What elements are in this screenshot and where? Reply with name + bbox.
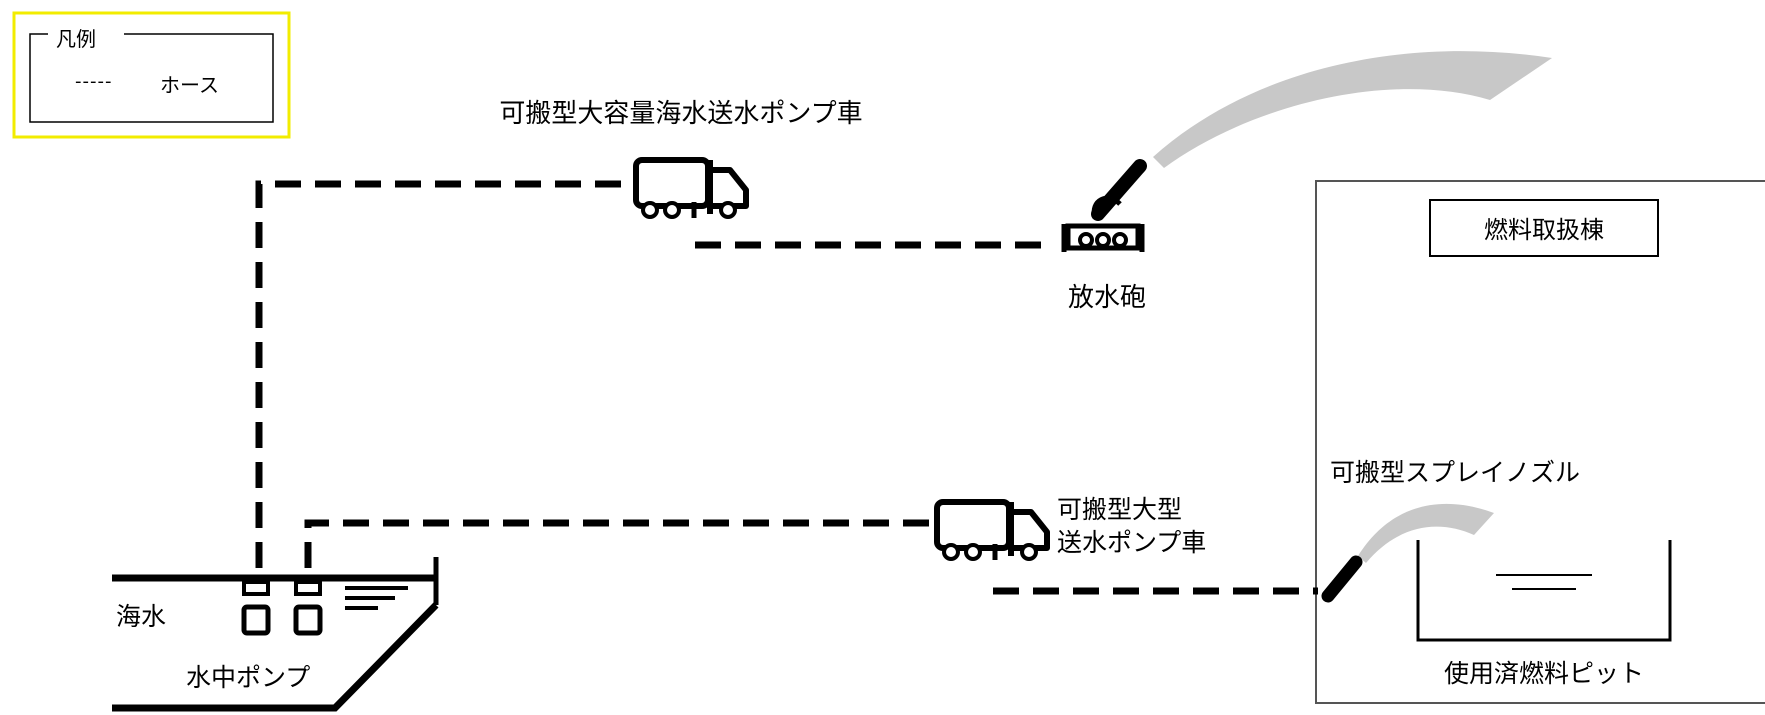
legend-hose-label: ホース bbox=[160, 73, 219, 97]
water-cannon-icon bbox=[1061, 159, 1147, 252]
water-surface-icon bbox=[345, 586, 408, 610]
cannon-water-spray bbox=[1153, 51, 1552, 168]
spray-nozzle-icon bbox=[1321, 555, 1363, 603]
hose-sea-to-large-truck bbox=[255, 180, 622, 568]
truck-icon bbox=[934, 499, 1050, 561]
large-pump-truck-label: 可搬型大容量海水送水ポンプ車 bbox=[499, 99, 862, 129]
spent-fuel-pit-label: 使用済燃料ピット bbox=[1444, 659, 1644, 688]
truck-icon bbox=[633, 157, 749, 219]
submersible-pump-icon bbox=[241, 580, 271, 636]
pump-truck-label-line1: 可搬型大型 bbox=[1057, 495, 1182, 524]
sea-basin bbox=[112, 557, 439, 712]
water-cannon-label: 放水砲 bbox=[1068, 283, 1146, 313]
legend-title: 凡例 bbox=[56, 27, 96, 51]
spent-fuel-pit bbox=[1416, 540, 1672, 642]
hose-pump-to-truck bbox=[304, 519, 932, 568]
submersible-pump-icon bbox=[293, 580, 323, 636]
legend-hose-sample: ----- bbox=[75, 71, 112, 92]
sea-label: 海水 bbox=[116, 602, 166, 631]
hose-lines bbox=[255, 180, 1318, 595]
fuel-handling-building bbox=[1315, 180, 1765, 704]
spray-nozzle-label: 可搬型スプレイノズル bbox=[1330, 458, 1580, 487]
legend: 凡例 ----- ホース bbox=[12, 11, 291, 139]
nozzle-water-spray bbox=[1358, 503, 1494, 563]
pump-truck-label-line2: 送水ポンプ車 bbox=[1057, 528, 1206, 557]
building-label: 燃料取扱棟 bbox=[1484, 216, 1604, 244]
water-surface-icon bbox=[1496, 574, 1592, 590]
building-label-box bbox=[1429, 199, 1659, 257]
legend-frame bbox=[29, 33, 274, 123]
legend-highlight bbox=[12, 11, 291, 139]
submersible-pump-label: 水中ポンプ bbox=[186, 663, 310, 692]
